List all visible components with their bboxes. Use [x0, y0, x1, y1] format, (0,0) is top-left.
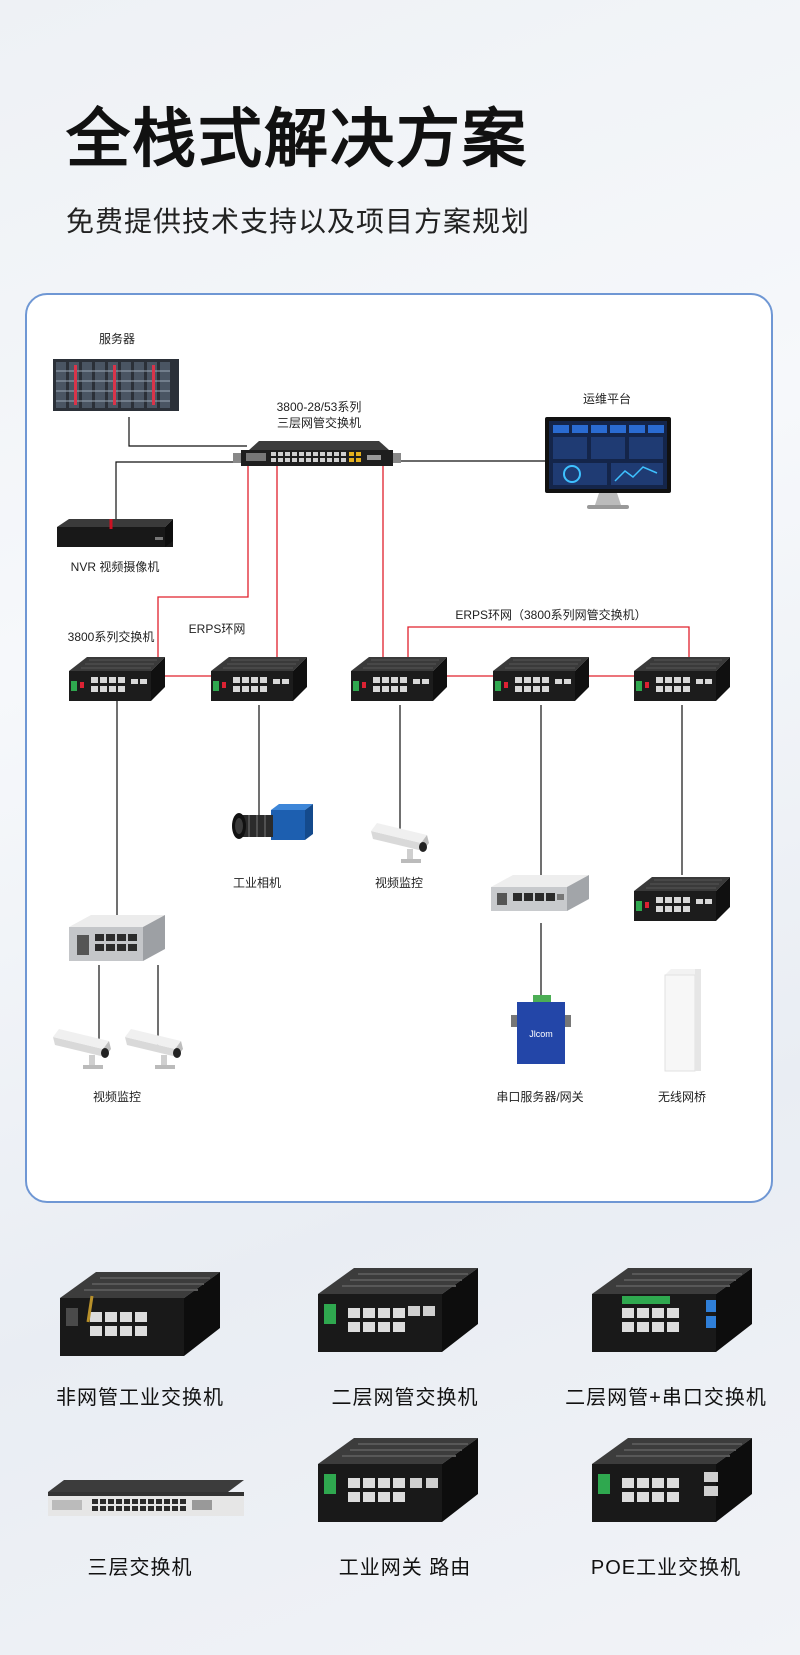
product-label-l2-serial-switch: 二层网管+串口交换机: [565, 1387, 767, 1409]
poe-switch-right-icon: [633, 876, 731, 922]
product-poe-switch-icon: [591, 1437, 753, 1523]
ring-switch-5-icon: [633, 656, 731, 702]
ring-switch-1-icon: [68, 656, 166, 702]
unmanaged-switch-left-icon: [69, 915, 165, 961]
video-monitor-left-label: 视频监控: [92, 1090, 142, 1104]
video-camera-left-1-icon: [53, 1029, 111, 1069]
monitor-icon: [545, 417, 671, 509]
serial-server-gateway-icon: Jlcom: [511, 995, 571, 1064]
erps-ring-links: [157, 465, 690, 677]
video-camera-left-2-icon: [125, 1029, 183, 1069]
core-switch-label-line2: 三层网管交换机: [276, 416, 362, 430]
network-diagram-panel: Jlcom 服务器 3800-28/53系列 三层网管交换机 运维平台 NVR …: [25, 293, 773, 1203]
core-switch-label-line1: 3800-28/53系列: [276, 400, 362, 414]
unmanaged-switch-right-icon: [491, 875, 589, 911]
product-label-gateway-router: 工业网关 路由: [338, 1557, 472, 1579]
serial-gateway-label: 串口服务器/网关: [496, 1090, 584, 1104]
page-title: 全栈式解决方案: [66, 103, 528, 175]
switch-3800-label: 3800系列交换机: [67, 630, 155, 644]
nvr-label: NVR 视频摄像机: [70, 560, 160, 574]
product-gateway-router-icon: [317, 1437, 479, 1523]
ring-switch-2-icon: [210, 656, 308, 702]
product-l3-switch-icon: [48, 1480, 244, 1516]
wireless-bridge-icon: [664, 969, 701, 1072]
product-label-unmanaged-switch: 非网管工业交换机: [56, 1387, 224, 1409]
video-monitor-mid-label: 视频监控: [374, 876, 424, 890]
gateway-brand-text: Jlcom: [529, 1029, 553, 1039]
ring-switch-3-icon: [350, 656, 448, 702]
product-managed-l2-switch-icon: [317, 1267, 479, 1353]
core-switch-icon: [233, 441, 401, 466]
product-label-managed-l2-switch: 二层网管交换机: [331, 1387, 479, 1409]
wireless-bridge-label: 无线网桥: [657, 1090, 707, 1104]
erps-ring-right-label: ERPS环网（3800系列网管交换机）: [455, 608, 647, 622]
connection-wires: [98, 417, 683, 1047]
product-label-l3-switch: 三层交换机: [87, 1557, 193, 1579]
nvr-icon: [57, 519, 173, 547]
product-label-poe-switch: POE工业交换机: [590, 1557, 742, 1579]
product-l2-serial-switch-icon: [591, 1267, 753, 1353]
erps-ring-left-label: ERPS环网: [188, 622, 246, 636]
industrial-camera-label: 工业相机: [232, 876, 282, 890]
product-unmanaged-switch-icon: [59, 1271, 221, 1357]
network-diagram-svg: Jlcom: [53, 359, 731, 1072]
server-rack-icon: [53, 359, 179, 411]
page-subtitle: 免费提供技术支持以及项目方案规划: [66, 206, 531, 237]
server-label: 服务器: [98, 332, 136, 346]
ops-platform-label: 运维平台: [582, 392, 632, 406]
video-camera-mid-icon: [371, 823, 429, 863]
industrial-camera-icon: [232, 804, 313, 840]
ring-switch-4-icon: [492, 656, 590, 702]
